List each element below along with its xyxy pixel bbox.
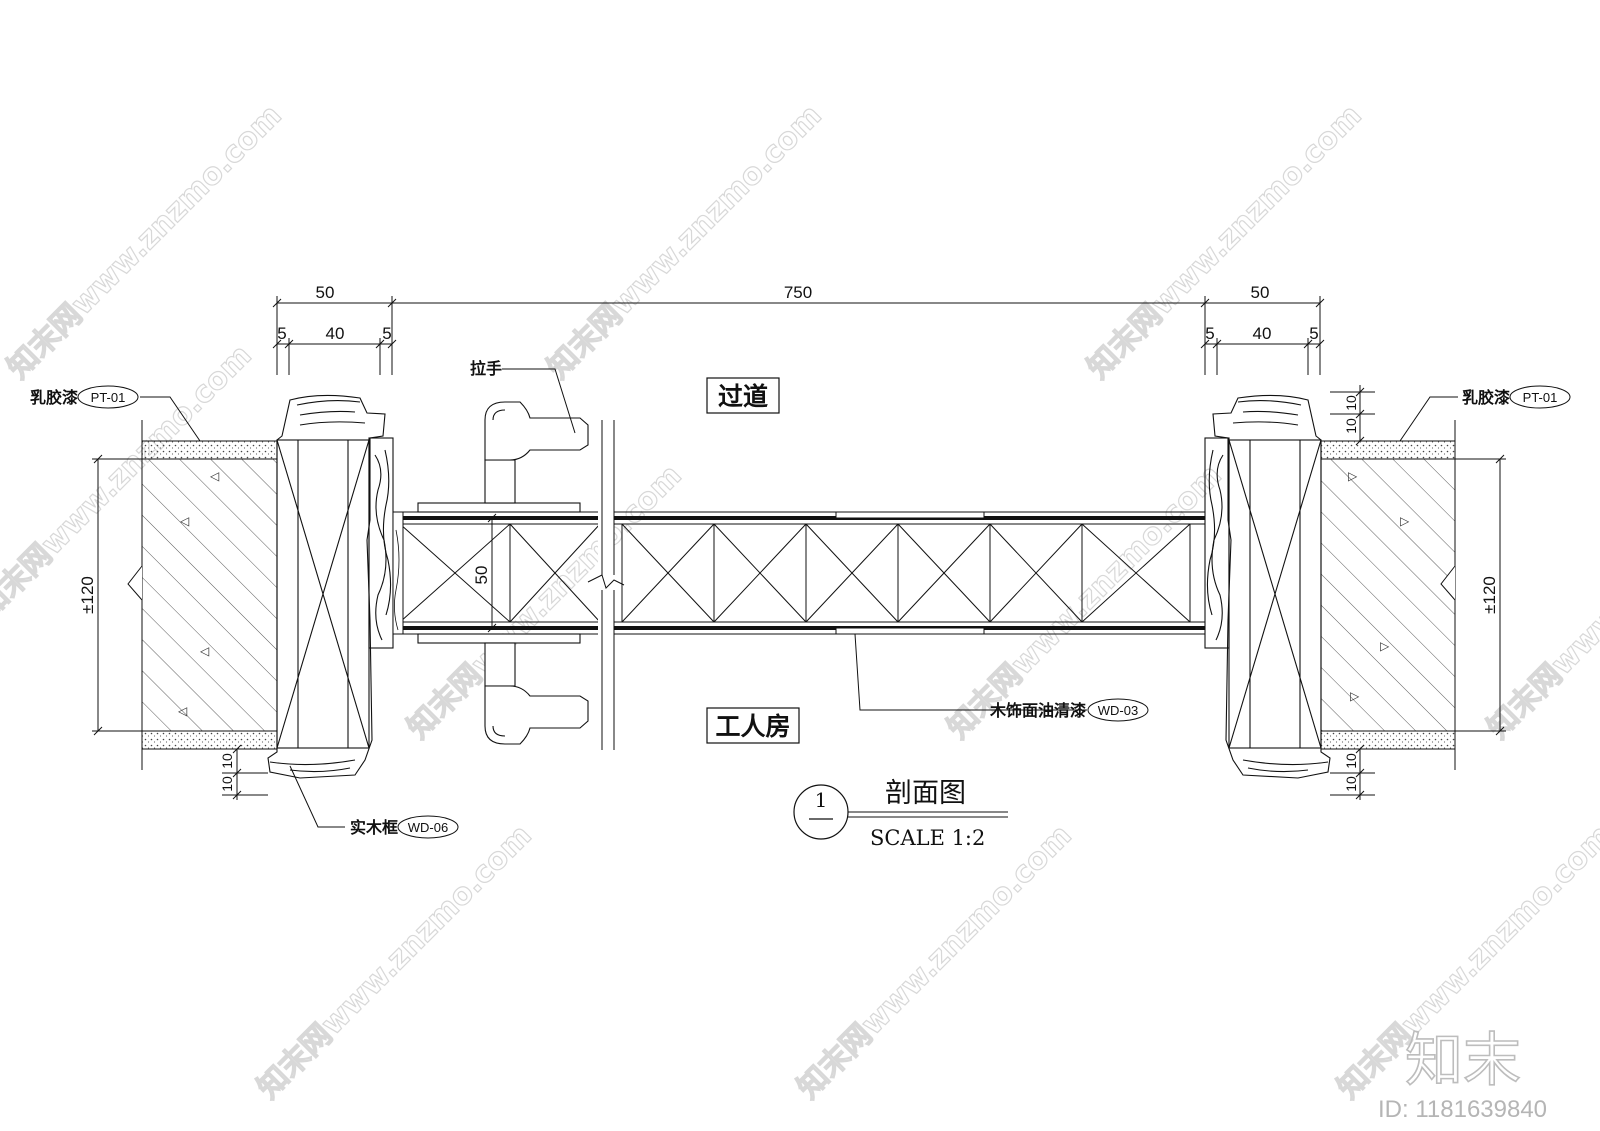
room-box-top: [706, 377, 780, 414]
label-frame: 实木框: [350, 818, 398, 837]
dim-right-sub-1: 5: [1205, 324, 1214, 343]
room-bottom: 工人房: [715, 712, 790, 741]
tag-bubble: [397, 815, 459, 839]
room-box-bottom: [706, 707, 800, 744]
title-name: 剖面图: [885, 778, 966, 809]
leaders: [140, 368, 1458, 828]
dim-wall-right: ±120: [1480, 576, 1499, 614]
tag-bubble: [1509, 385, 1571, 409]
room-top: 过道: [718, 382, 768, 411]
label-paint-left: 乳胶漆: [30, 388, 78, 407]
right-offset-dimensions: [1330, 385, 1375, 800]
tag-frame: WD-06: [408, 820, 448, 835]
label-finish: 木饰面油清漆: [989, 701, 1086, 720]
dim-right-top-2: 10: [1343, 418, 1359, 434]
watermark-text: 知末网www.znzmo.com: [541, 98, 829, 386]
door-leaf: [392, 420, 1206, 750]
label-handle: 拉手: [470, 359, 502, 378]
tag-finish: WD-03: [1098, 703, 1138, 718]
dim-left-sub-2: 40: [326, 324, 345, 343]
dim-left-bottom-2: 10: [219, 776, 235, 792]
tag-bubble: [77, 385, 139, 409]
dim-wall-left: ±120: [78, 576, 97, 614]
dim-door-thickness: 50: [472, 566, 491, 585]
dim-left-sub-3: 5: [382, 324, 391, 343]
svg-text:▷: ▷: [1400, 514, 1410, 528]
title-scale: SCALE 1:2: [870, 826, 985, 850]
door-handle: [417, 401, 589, 745]
label-paint-right: 乳胶漆: [1462, 388, 1510, 407]
svg-text:▷: ▷: [1348, 469, 1358, 483]
image-id: ID: 1181639840: [1378, 1096, 1547, 1123]
door-thickness-dimension: [487, 513, 497, 633]
left-door-frame: [267, 394, 394, 779]
dim-left-frame: 50: [316, 283, 335, 302]
dim-left-bottom-1: 10: [219, 753, 235, 769]
title-number: 1: [815, 788, 828, 812]
title-block: [793, 784, 1008, 840]
top-dimensions: [272, 296, 1325, 375]
left-wall: ◁ ◁ ◁ ◁: [127, 420, 278, 770]
dim-right-bottom-2: 10: [1343, 776, 1359, 792]
dim-right-frame: 50: [1251, 283, 1270, 302]
svg-text:◁: ◁: [177, 704, 187, 718]
svg-text:◁: ◁: [199, 644, 209, 658]
tag-paint-right: PT-01: [1523, 390, 1558, 405]
dim-right-top-1: 10: [1343, 395, 1359, 411]
dim-left-sub-1: 5: [277, 324, 286, 343]
watermark-text: 知末网www.znzmo.com: [251, 818, 539, 1106]
svg-text:◁: ◁: [179, 514, 189, 528]
tag-paint-left: PT-01: [91, 390, 126, 405]
brand-watermark: 知末: [1405, 1026, 1521, 1094]
right-door-frame: [1204, 394, 1331, 779]
right-wall: ▷ ▷ ▷ ▷: [1319, 420, 1456, 770]
svg-text:▷: ▷: [1380, 639, 1390, 653]
dim-right-bottom-1: 10: [1343, 753, 1359, 769]
dim-right-sub-3: 5: [1309, 324, 1318, 343]
tag-bubble: [1087, 698, 1149, 722]
left-offset-dimensions: [222, 744, 268, 800]
dim-right-sub-2: 40: [1253, 324, 1272, 343]
svg-text:▷: ▷: [1350, 689, 1360, 703]
watermark-text: 知末网www.znzmo.com: [1, 98, 289, 386]
dim-door-width: 750: [784, 283, 812, 302]
right-wall-dimension: [1455, 454, 1506, 736]
watermark-text: 知末网www.znzmo.com: [1081, 98, 1369, 386]
svg-text:◁: ◁: [209, 469, 219, 483]
watermark-text: 知末网www.znzmo.com: [791, 818, 1079, 1106]
left-wall-dimension: [92, 454, 142, 736]
